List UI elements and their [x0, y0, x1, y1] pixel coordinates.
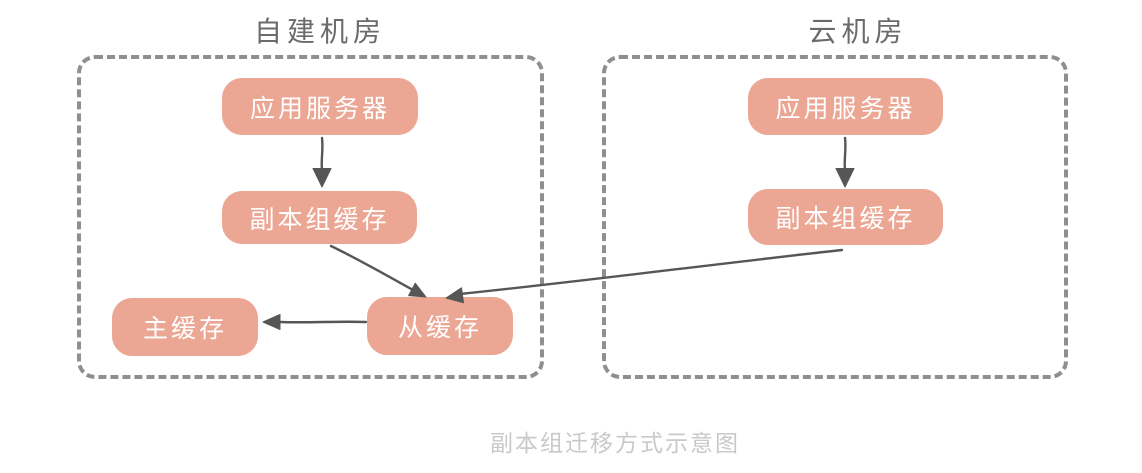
node-self-built-replica-cache: 副本组缓存	[222, 191, 417, 244]
node-self-built-master-cache: 主缓存	[112, 298, 258, 356]
node-cloud-replica-cache: 副本组缓存	[748, 189, 943, 245]
zone-title-self-built: 自建机房	[253, 15, 387, 48]
zone-title-cloud: 云机房	[808, 15, 908, 48]
zone-self-built	[77, 55, 544, 379]
node-self-built-app-server: 应用服务器	[222, 78, 418, 135]
zone-cloud	[602, 55, 1068, 379]
node-cloud-app-server: 应用服务器	[748, 78, 943, 135]
diagram-caption: 副本组迁移方式示意图	[490, 431, 740, 457]
node-self-built-slave-cache: 从缓存	[367, 297, 513, 355]
